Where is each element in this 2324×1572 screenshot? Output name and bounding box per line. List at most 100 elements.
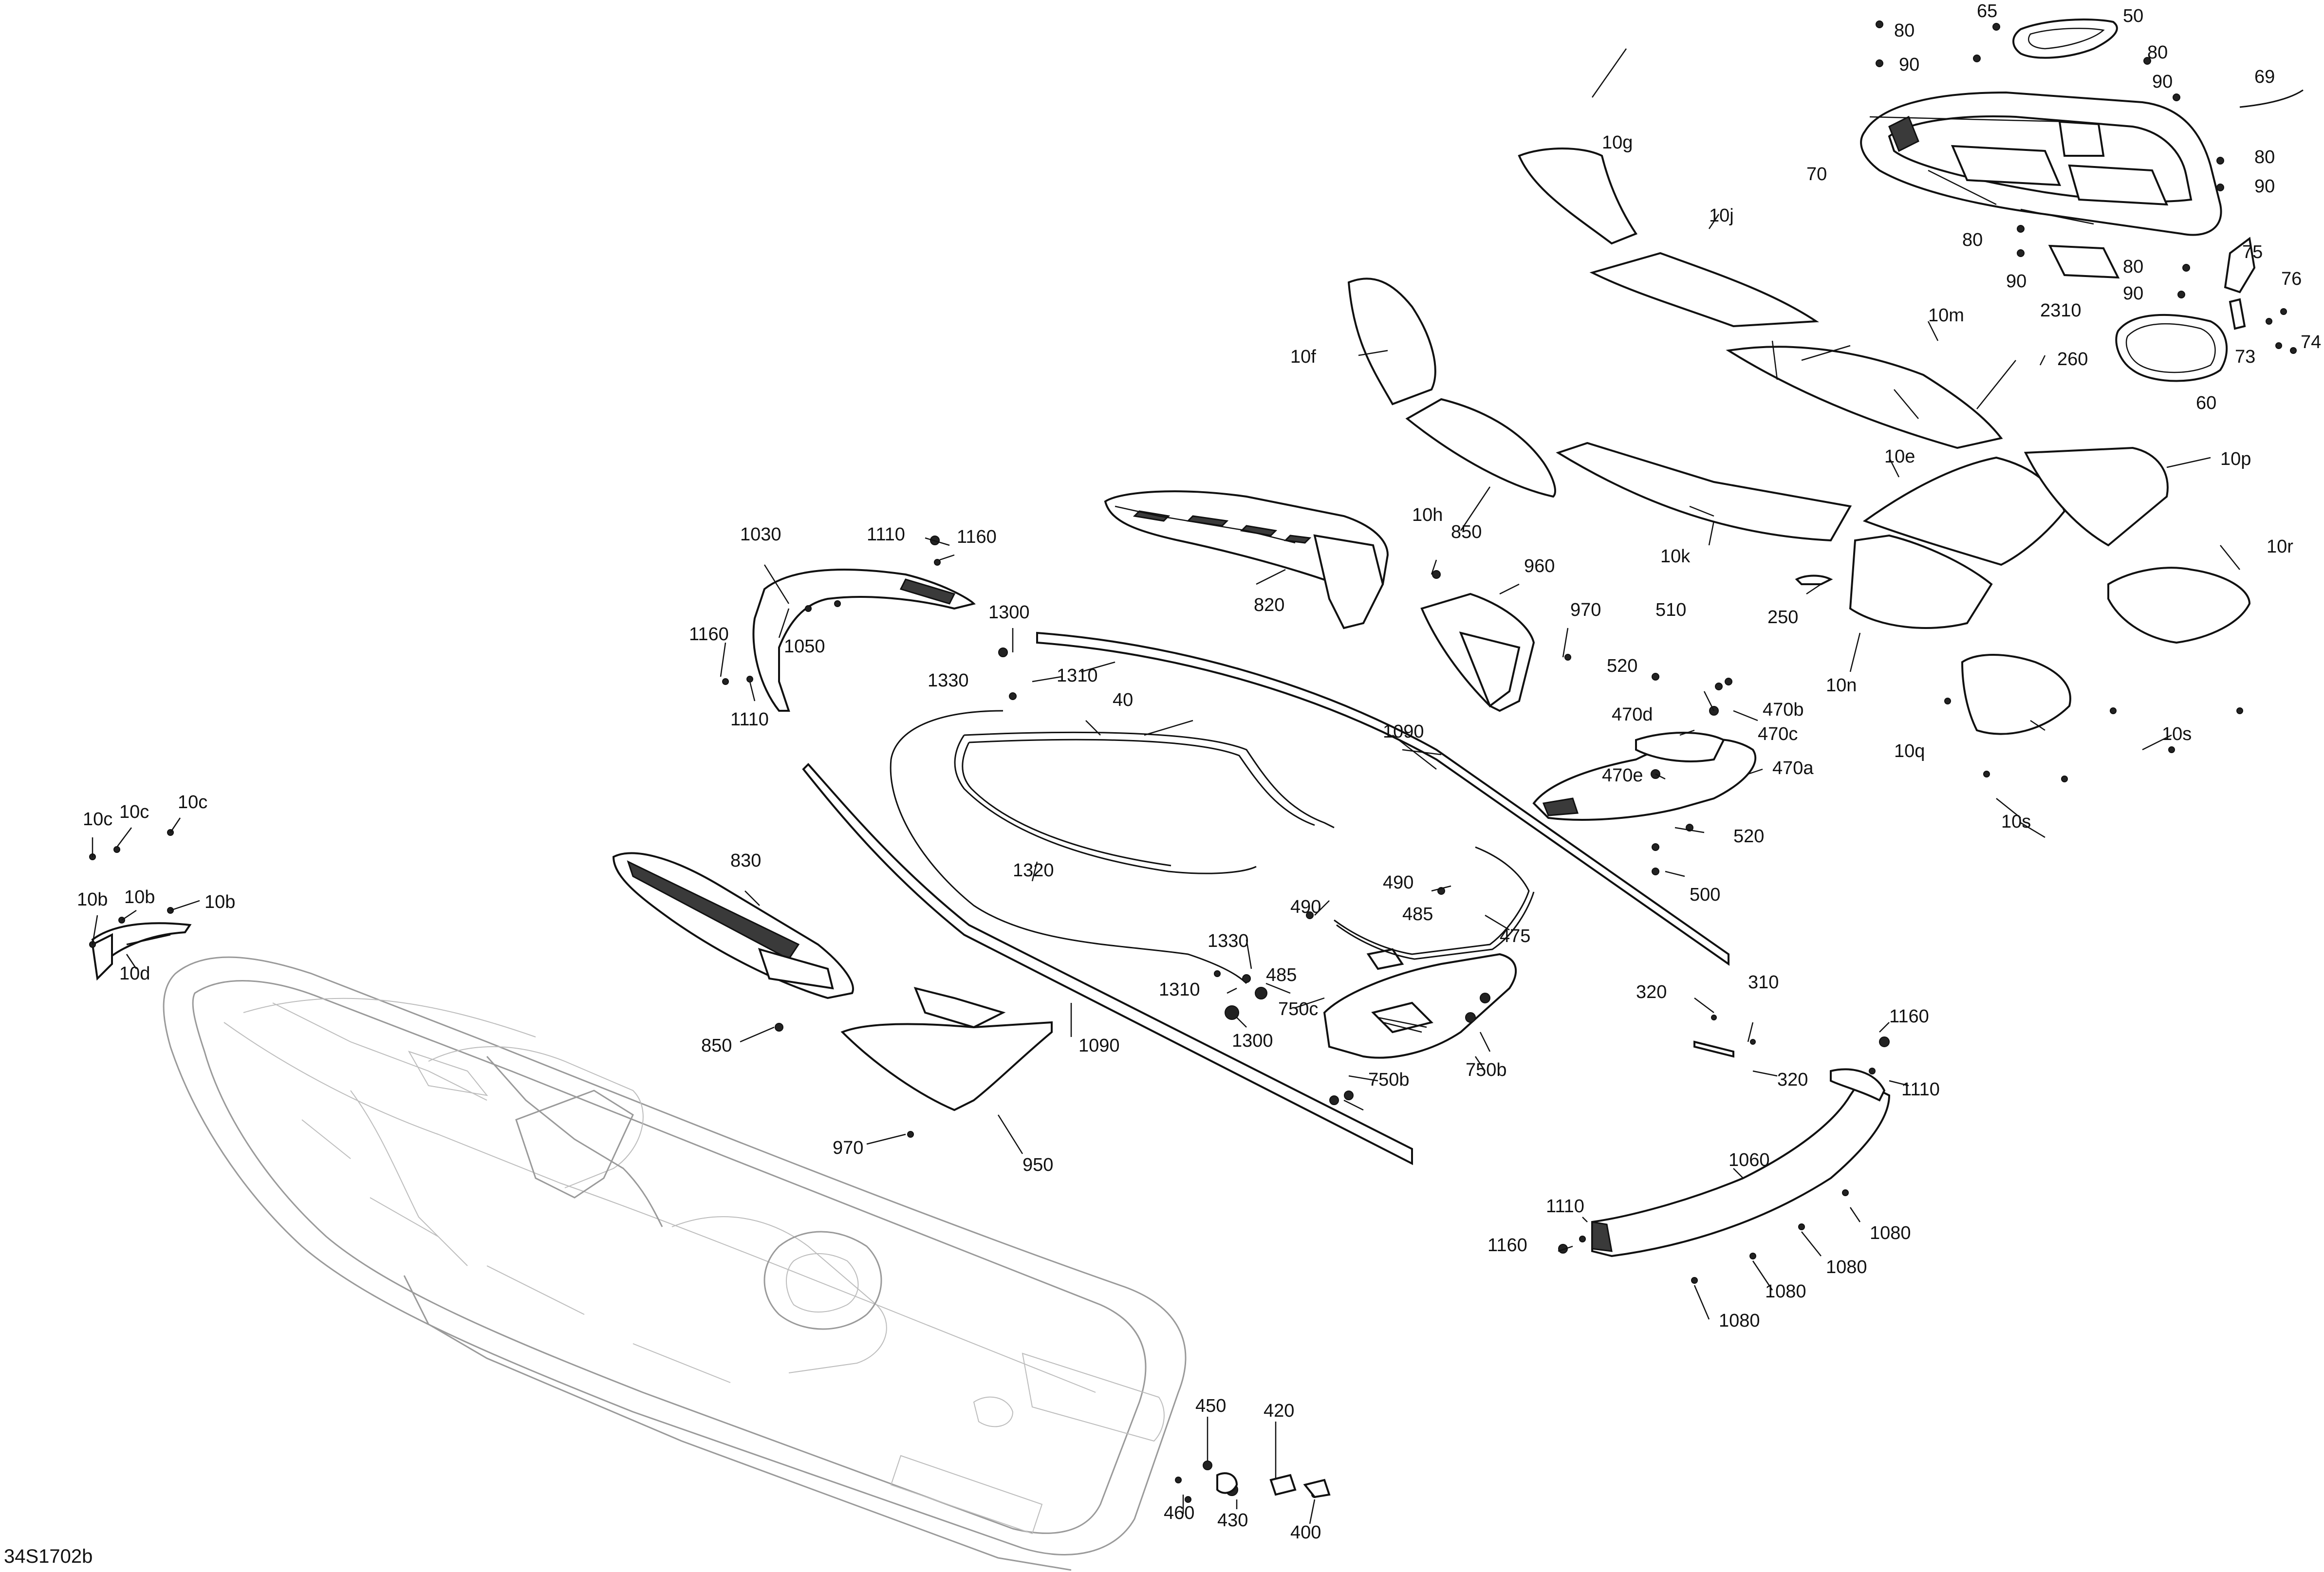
label-475: 475 <box>1500 926 1530 946</box>
label-320: 320 <box>1777 1070 1808 1090</box>
hull <box>163 956 1187 1571</box>
label-850: 850 <box>1451 522 1482 542</box>
label-320: 320 <box>1636 982 1667 1002</box>
label-10q: 10q <box>1894 741 1925 761</box>
decal-10h <box>1405 398 1556 498</box>
fasteners <box>89 20 2243 1503</box>
label-1110: 1110 <box>867 524 905 545</box>
label-90: 90 <box>2006 271 2027 292</box>
label-1160: 1160 <box>689 624 729 645</box>
label-10b: 10b <box>77 889 108 910</box>
label-10j: 10j <box>1709 205 1734 226</box>
rod-475-inner <box>1336 891 1535 960</box>
seal-1090-lower <box>802 763 1413 1165</box>
label-90: 90 <box>2152 72 2173 92</box>
label-460: 460 <box>1164 1503 1194 1523</box>
decal-10j <box>1589 252 1820 328</box>
label-70: 70 <box>1806 164 1827 185</box>
decal-10f <box>1347 277 1436 406</box>
label-1310: 1310 <box>1057 666 1098 686</box>
label-10h: 10h <box>1412 505 1443 525</box>
bracket-75 <box>2224 237 2256 294</box>
plate-750c <box>1366 948 1404 970</box>
label-960: 960 <box>1524 556 1555 576</box>
label-80: 80 <box>1894 20 1915 41</box>
label-1320: 1320 <box>1013 860 1054 881</box>
label-1300: 1300 <box>1232 1031 1273 1051</box>
callout-labels: 10c 10c 10c 10b 10b 10b 10d 10g 10j 10f … <box>4 1 2321 1567</box>
label-1110: 1110 <box>730 709 769 730</box>
bin-470a <box>1532 732 1757 821</box>
hose-1320 <box>890 710 1247 984</box>
label-1110: 1110 <box>1901 1079 1940 1100</box>
label-485: 485 <box>1402 904 1433 925</box>
label-750b: 750b <box>1466 1060 1507 1080</box>
decal-10m <box>1726 346 2003 449</box>
label-69: 69 <box>2254 67 2275 87</box>
label-80: 80 <box>2123 257 2143 277</box>
panel-1030 <box>752 569 976 712</box>
label-470e: 470e <box>1602 765 1643 786</box>
label-60: 60 <box>2196 393 2216 413</box>
label-1090: 1090 <box>1383 721 1424 742</box>
label-10g: 10g <box>1602 132 1633 153</box>
label-820: 820 <box>1254 595 1284 615</box>
label-1160: 1160 <box>957 527 997 547</box>
label-75: 75 <box>2242 242 2263 262</box>
decal-10r <box>2107 567 2251 644</box>
label-1080: 1080 <box>1870 1223 1911 1243</box>
label-970: 970 <box>1570 600 1601 620</box>
label-470d: 470d <box>1612 704 1653 725</box>
label-470b: 470b <box>1763 700 1804 720</box>
label-10c: 10c <box>83 809 112 830</box>
label-1330: 1330 <box>1208 931 1249 951</box>
label-10p: 10p <box>2220 449 2251 469</box>
base-750 <box>1323 953 1517 1059</box>
strip-310 <box>1693 1040 1734 1058</box>
label-970: 970 <box>833 1138 863 1158</box>
label-73: 73 <box>2235 347 2255 367</box>
label-40: 40 <box>1113 690 1133 710</box>
label-490: 490 <box>1290 897 1321 917</box>
grille-830 <box>612 852 854 999</box>
label-520: 520 <box>1607 656 1637 676</box>
strip-69 <box>2239 89 2304 108</box>
label-450: 450 <box>1195 1396 1226 1416</box>
label-260: 260 <box>2057 349 2088 370</box>
hose-40 <box>954 731 1335 874</box>
label-10c: 10c <box>178 792 207 813</box>
label-10s: 10s <box>2162 724 2192 744</box>
panel-960 <box>1420 592 1535 712</box>
label-10k: 10k <box>1660 546 1691 567</box>
label-10s: 10s <box>2001 812 2031 832</box>
label-1330: 1330 <box>928 670 969 691</box>
label-430: 430 <box>1217 1510 1248 1531</box>
label-2310: 2310 <box>2040 300 2082 321</box>
decal-10e <box>1862 456 2066 566</box>
plate-2310 <box>2048 244 2120 279</box>
decal-10d <box>91 933 113 981</box>
label-74: 74 <box>2301 332 2321 352</box>
leader-lines <box>92 48 2240 1524</box>
panel-950 <box>840 987 1053 1111</box>
label-950: 950 <box>1023 1155 1053 1175</box>
label-1080: 1080 <box>1826 1257 1867 1277</box>
panel-820 <box>1104 490 1389 629</box>
label-830: 830 <box>730 851 761 871</box>
label-80: 80 <box>1962 230 1983 250</box>
rod-475 <box>1334 846 1530 955</box>
label-510: 510 <box>1655 600 1686 620</box>
gasket-60 <box>2115 314 2228 382</box>
label-1050: 1050 <box>784 636 825 657</box>
label-250: 250 <box>1767 607 1798 628</box>
label-90: 90 <box>2254 176 2275 197</box>
label-750b: 750b <box>1368 1070 1410 1090</box>
label-1110: 1110 <box>1546 1196 1584 1217</box>
label-10c: 10c <box>119 802 149 822</box>
label-10d: 10d <box>119 963 150 984</box>
label-10b: 10b <box>205 892 235 912</box>
label-1090: 1090 <box>1078 1036 1120 1056</box>
label-10f: 10f <box>1290 347 1316 367</box>
label-65: 65 <box>1977 1 1997 21</box>
